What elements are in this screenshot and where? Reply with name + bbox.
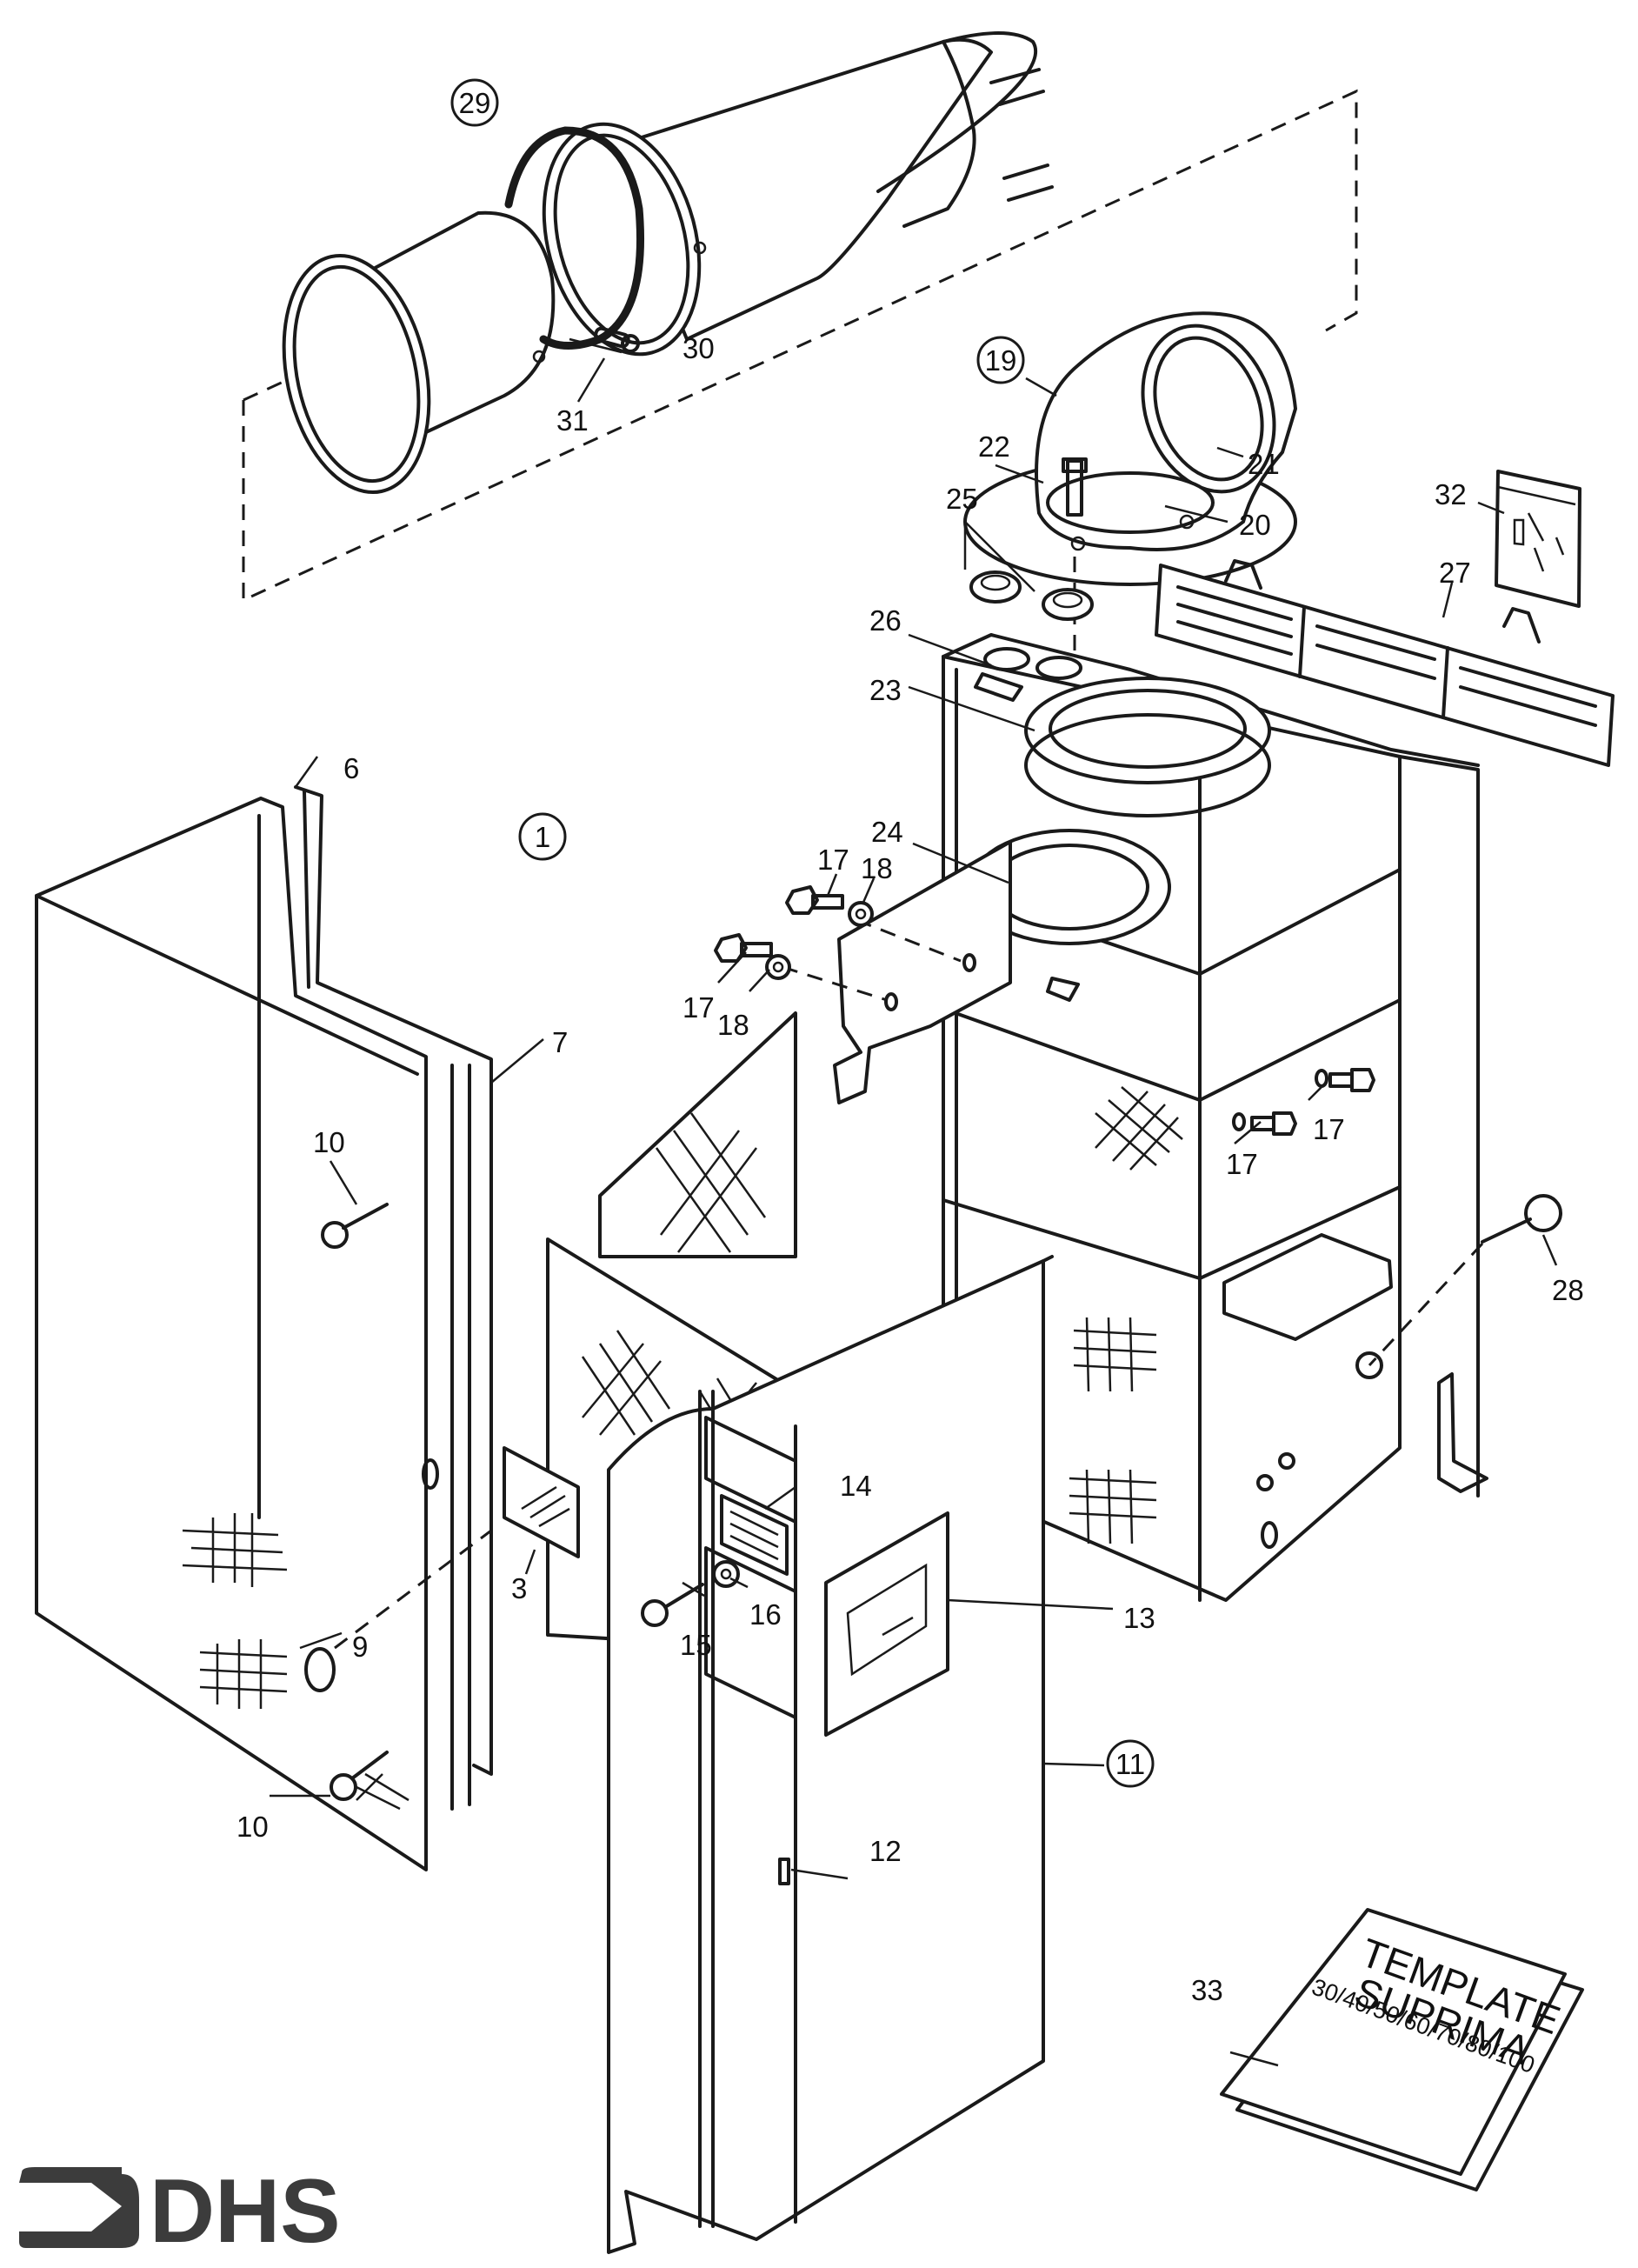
dhs-logo: DHS [19, 2161, 341, 2262]
front-case [607, 1255, 1054, 2254]
screw-10-lower [330, 1751, 389, 1801]
grommets [969, 570, 1094, 621]
clamp-ring [504, 126, 645, 350]
air-grille [1155, 559, 1615, 767]
logo-text: DHS [150, 2161, 341, 2262]
callout-13: 13 [1123, 1602, 1155, 1634]
rating-plate [503, 1446, 580, 1558]
callout-20: 20 [1239, 509, 1271, 541]
callout-14: 14 [840, 1470, 872, 1502]
callout-24: 24 [871, 816, 903, 848]
callout-19: 19 [985, 344, 1017, 377]
callout-30: 30 [682, 332, 715, 364]
callout-17-upper: 17 [817, 844, 849, 876]
callout-10-upper: 10 [313, 1126, 345, 1158]
screw-28 [1481, 1194, 1562, 1244]
mounting-bracket [782, 840, 1080, 1104]
arrow-bracket-logo-icon [19, 2167, 139, 2248]
display-window [704, 1416, 797, 1524]
chassis-bolts [1232, 1068, 1375, 1136]
callout-7: 7 [552, 1026, 568, 1058]
callout-circle-1 [518, 812, 567, 861]
callout-17-chassis-right: 17 [1313, 1113, 1345, 1145]
callout-18-upper: 18 [861, 852, 893, 884]
callout-21: 21 [1248, 448, 1280, 480]
callout-11: 11 [1115, 1748, 1145, 1780]
callout-9: 9 [352, 1631, 368, 1663]
template-booklet: TEMPLATE SUPRIMA 30/40/50/60/70/80/100 [1220, 1908, 1584, 2191]
callout-3: 3 [511, 1572, 527, 1604]
callout-6: 6 [343, 752, 359, 784]
callout-labels: 29 19 1 11 30 31 22 21 20 25 32 27 26 23… [236, 78, 1584, 2006]
flue-elbow-assembly [963, 311, 1297, 870]
callout-32: 32 [1435, 478, 1467, 510]
leader-lines [270, 337, 1558, 2067]
flue-terminal-assembly [242, 31, 1358, 603]
callout-22: 22 [978, 430, 1010, 463]
callout-17-lower: 17 [682, 991, 715, 1024]
instruction-panel [704, 1546, 797, 1719]
callout-10-lower: 10 [236, 1811, 269, 1843]
inner-tube-opening [282, 253, 431, 495]
callout-18-lower: 18 [717, 1009, 749, 1041]
callout-23: 23 [869, 674, 902, 706]
elbow-seal-ring [1046, 471, 1215, 534]
top-label [974, 672, 1023, 702]
callout-circle-11 [1106, 1739, 1155, 1788]
callout-27: 27 [1439, 557, 1471, 589]
callout-33: 33 [1191, 1974, 1223, 2006]
callout-25: 25 [946, 483, 978, 515]
spares-bag [1495, 470, 1581, 608]
label-13 [824, 1511, 949, 1737]
screw-15 [641, 1583, 704, 1627]
callout-16: 16 [749, 1598, 782, 1631]
flue-collar-seal [1024, 677, 1271, 784]
callout-circle-29 [450, 78, 499, 127]
outer-flue-tube [607, 37, 993, 341]
callout-1: 1 [535, 821, 550, 853]
callout-26: 26 [869, 604, 902, 637]
callout-12: 12 [869, 1835, 902, 1867]
flue-terminal-head [876, 31, 1038, 228]
callout-29: 29 [459, 87, 491, 119]
callout-31: 31 [556, 404, 589, 437]
control-shelf [1222, 1233, 1393, 1341]
hex-nut [1355, 1351, 1383, 1379]
screw-31 [594, 326, 640, 353]
sight-hole [304, 1647, 336, 1692]
outer-tube-opening [542, 122, 702, 357]
callout-17-chassis-left: 17 [1226, 1148, 1258, 1180]
flue-dashed-outline [242, 89, 1358, 603]
side-panel [35, 785, 493, 1871]
callout-15: 15 [680, 1629, 712, 1661]
screw-10-upper [321, 1203, 389, 1249]
washer-16 [712, 1560, 740, 1588]
label-14 [720, 1494, 789, 1576]
badge-12 [778, 1858, 790, 1885]
boiler-chassis [942, 633, 1562, 1602]
callout-28: 28 [1552, 1274, 1584, 1306]
callout-circle-19 [976, 336, 1025, 384]
